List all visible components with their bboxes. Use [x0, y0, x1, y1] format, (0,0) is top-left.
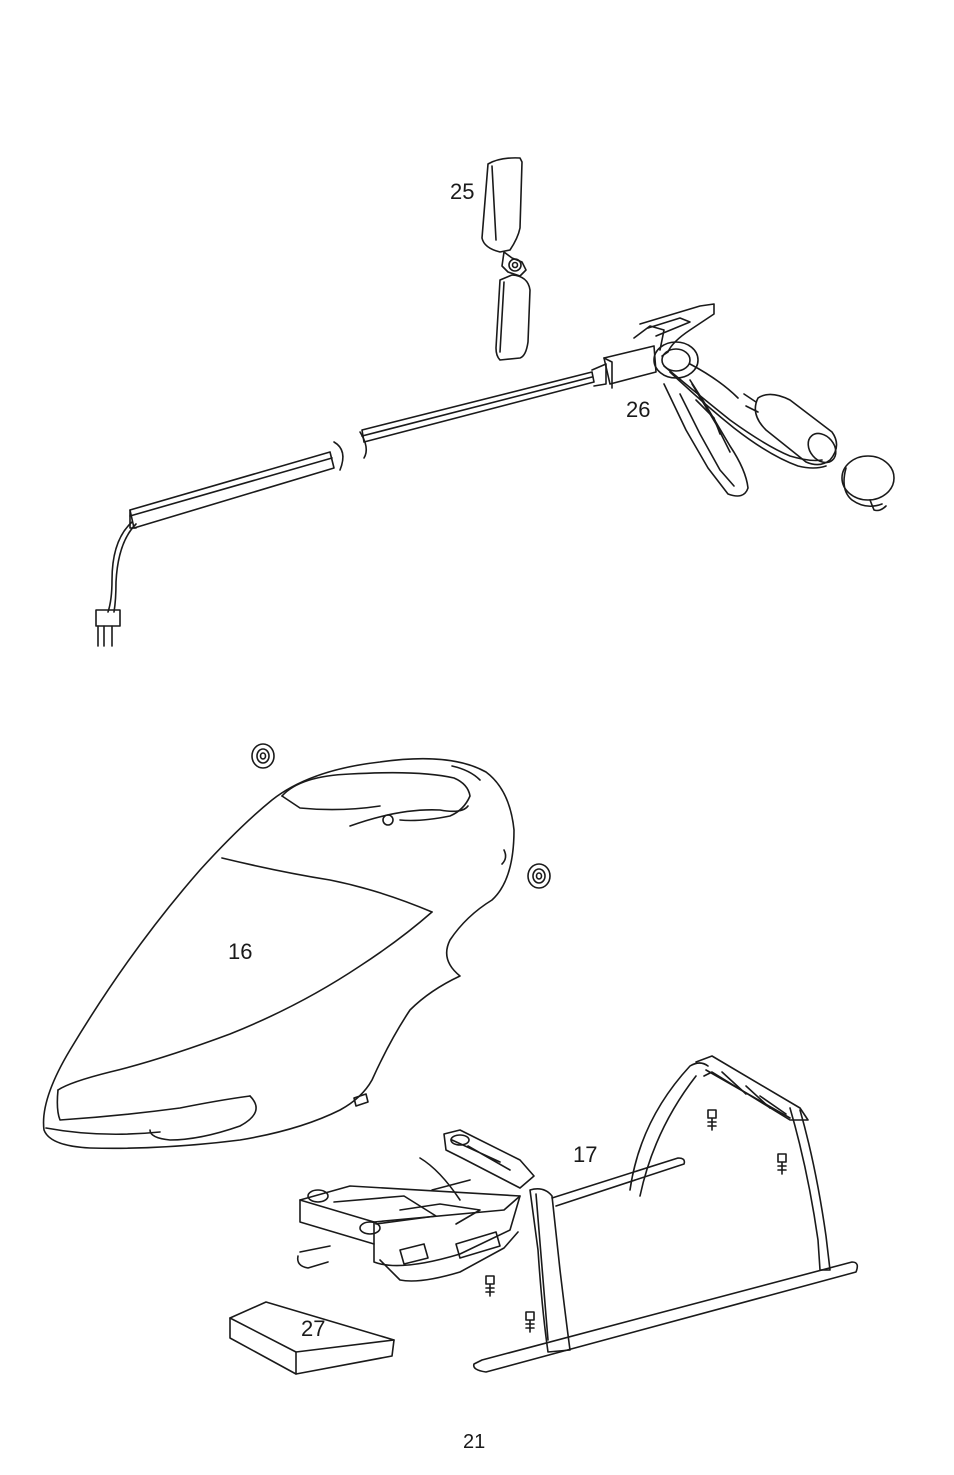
tail-rotor-blade-drawing — [482, 158, 530, 360]
grommet-left-drawing — [252, 744, 274, 768]
page-number: 21 — [463, 1432, 485, 1452]
landing-gear-drawing — [298, 1056, 858, 1372]
callout-26-label: 26 — [626, 399, 650, 421]
tail-boom-assembly-drawing — [96, 304, 894, 646]
canopy-drawing — [44, 759, 514, 1149]
callout-25-label: 25 — [450, 181, 474, 203]
callout-17-label: 17 — [573, 1144, 597, 1166]
callout-27-label: 27 — [301, 1318, 325, 1340]
grommet-right-drawing — [528, 864, 550, 888]
callout-16-label: 16 — [228, 941, 252, 963]
